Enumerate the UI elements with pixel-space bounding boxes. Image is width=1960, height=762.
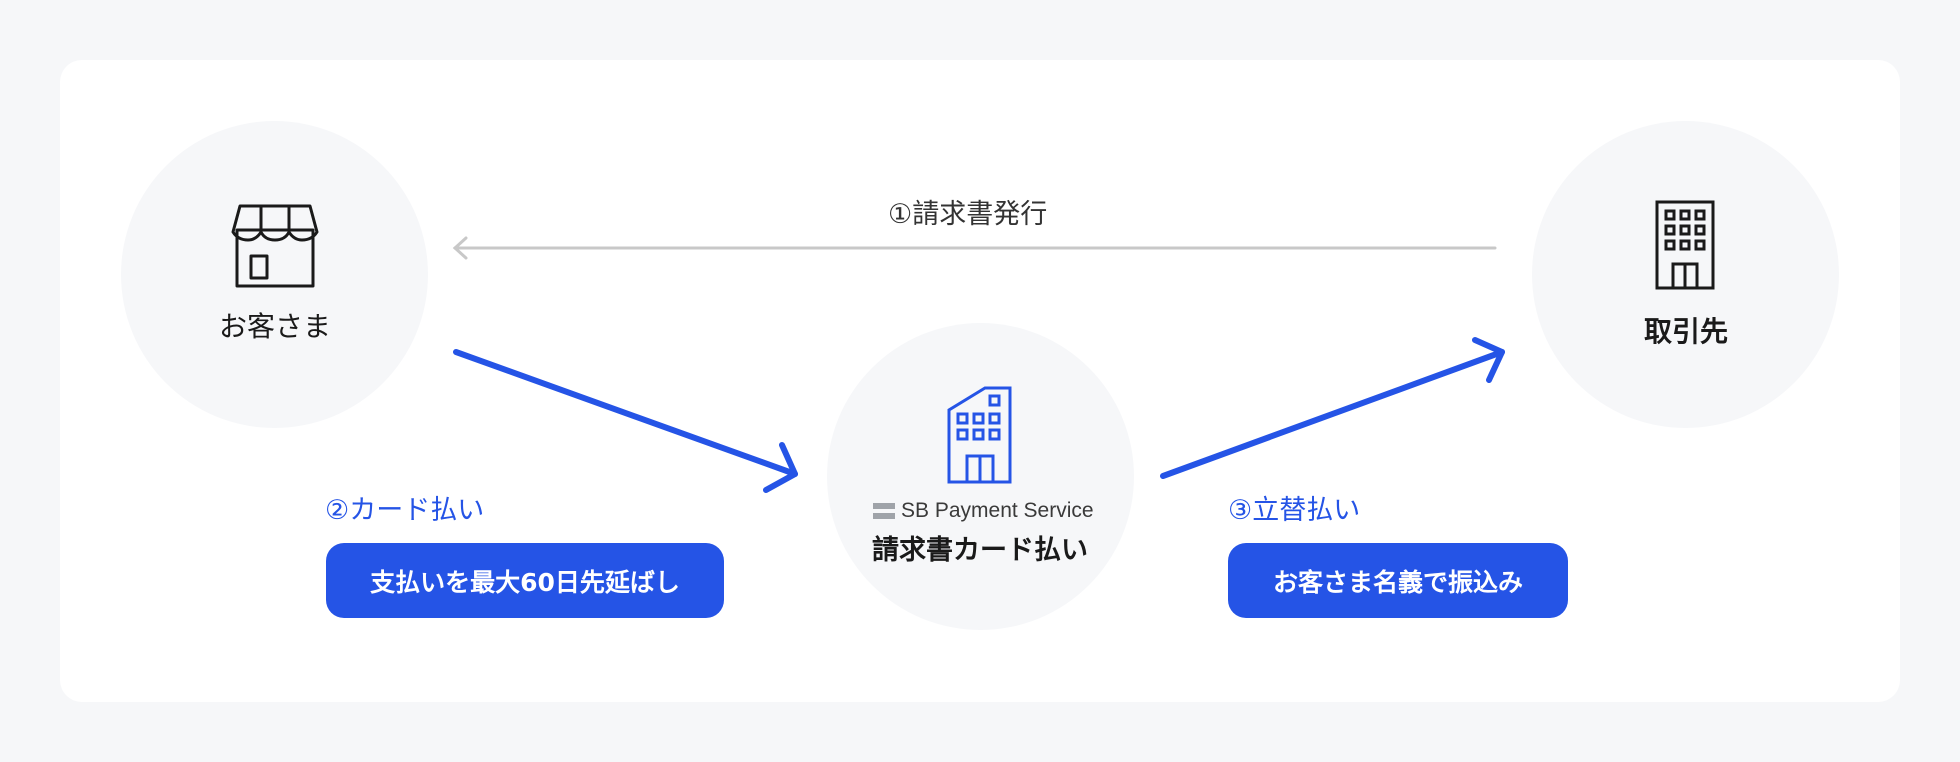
advance-payment-arrow: [1160, 337, 1505, 479]
step1-label: ①請求書発行: [888, 199, 1048, 230]
storefront-icon: [231, 204, 319, 288]
partner-label: 取引先: [1643, 315, 1728, 348]
transfer-detail-pill: お客さま名義で振込み: [1228, 543, 1568, 618]
card-payment-arrow: [453, 349, 798, 493]
service-building-icon: [947, 386, 1012, 484]
step2-label: ②カード払い: [325, 495, 485, 526]
logo-bars: [873, 503, 895, 519]
logo-text: SB Payment Service: [901, 499, 1094, 522]
card-payment-detail-pill: 支払いを最大60日先延ばし: [326, 543, 724, 618]
customer-node: [121, 121, 428, 428]
sb-payment-service-logo: SB Payment Service: [873, 498, 1094, 524]
step3-label: ③立替払い: [1228, 495, 1361, 526]
office-building-icon: [1655, 200, 1715, 290]
invoice-arrow: [452, 236, 1497, 260]
customer-label: お客さま: [218, 310, 331, 343]
service-label: 請求書カード払い: [872, 535, 1088, 566]
